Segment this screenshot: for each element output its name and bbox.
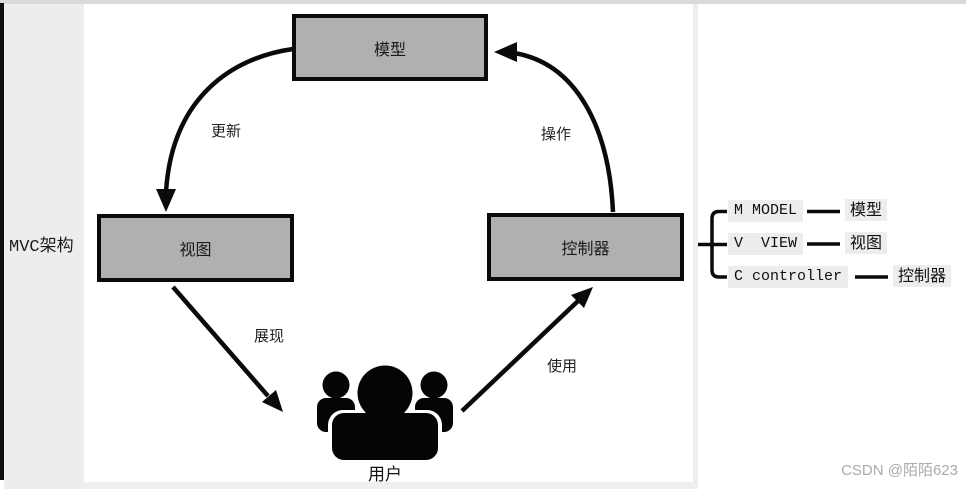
legend-abbr-model: M MODEL [728, 200, 804, 222]
edge-label-use: 使用 [547, 357, 578, 375]
bottom-border-strip [84, 482, 698, 489]
legend-abbr-controller: C controller [728, 266, 849, 288]
legend-brace [698, 209, 727, 279]
users-icon [317, 362, 453, 463]
vertical-divider [693, 4, 698, 482]
arrow-use [460, 287, 593, 413]
left-edge-bar [0, 3, 4, 480]
legend-label-controller: 控制器 [893, 265, 952, 287]
node-controller-label: 控制器 [561, 239, 610, 258]
node-controller: 控制器 [487, 213, 684, 281]
legend-connectors [807, 209, 888, 279]
legend-label-view: 视图 [845, 232, 888, 254]
node-model: 模型 [292, 14, 488, 81]
node-user-label: 用户 [368, 465, 402, 485]
node-model-label: 模型 [373, 39, 406, 59]
edge-label-update: 更新 [211, 122, 242, 140]
edge-label-operate: 操作 [541, 125, 572, 143]
node-view: 视图 [97, 214, 294, 282]
left-side-panel [4, 4, 84, 489]
legend-label-model: 模型 [845, 199, 888, 221]
node-view-label: 视图 [179, 240, 212, 259]
edge-label-present: 展现 [254, 327, 285, 345]
arrow-operate [494, 42, 616, 213]
top-border-strip [0, 0, 966, 4]
legend-abbr-view: V VIEW [728, 233, 804, 255]
csdn-watermark: CSDN @陌陌623 [841, 462, 958, 479]
arrow-present [171, 285, 283, 412]
arrow-update [156, 46, 294, 212]
diagram-title: MVC架构 [9, 238, 74, 257]
